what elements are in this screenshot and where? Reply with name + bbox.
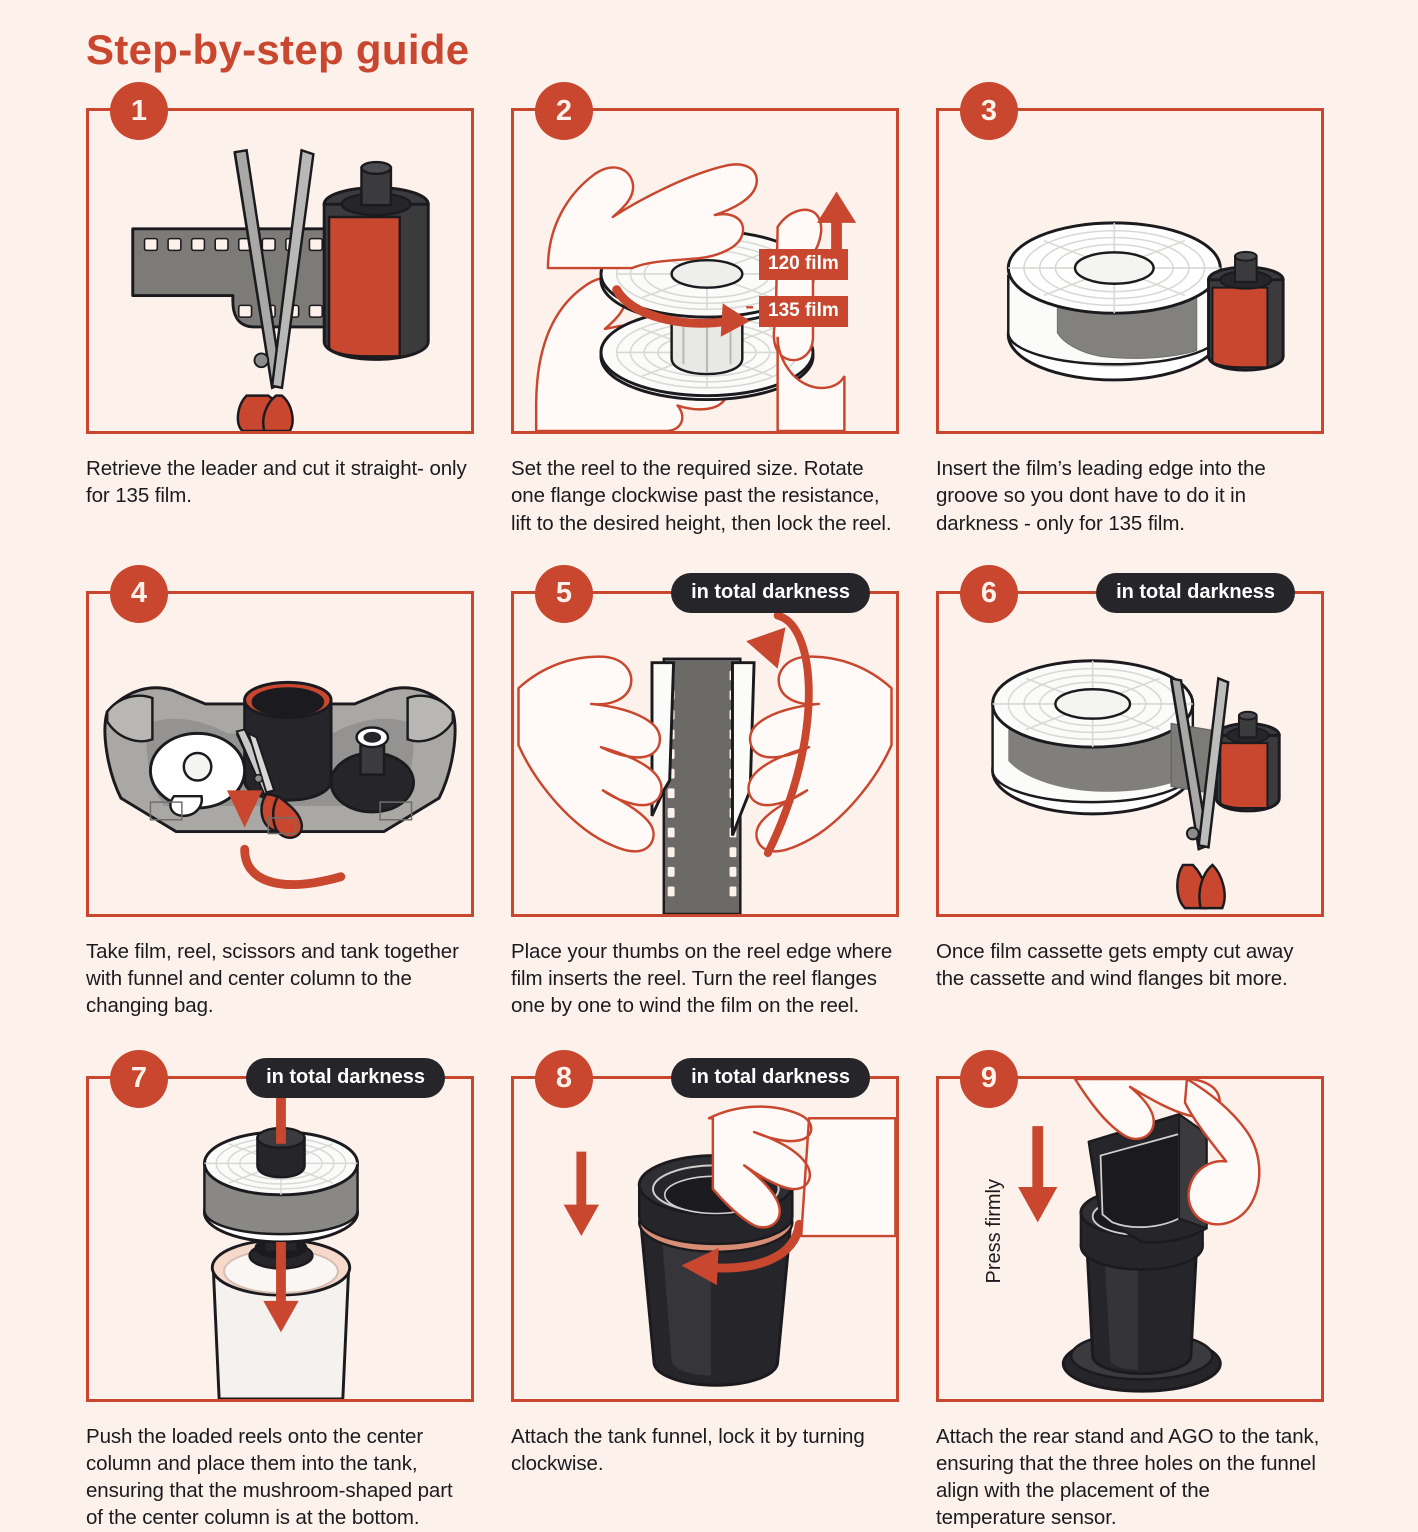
page-title: Step-by-step guide [86, 26, 470, 73]
darkness-badge-5: in total darkness [671, 572, 870, 613]
grid-spacer [899, 591, 936, 1020]
step-panel-1: 1 [86, 82, 474, 434]
darkness-badge-7: in total darkness [246, 1057, 445, 1098]
illustration-2: 120 film 135 film [514, 111, 896, 431]
step-cell-2: 2 [511, 82, 899, 537]
guide-page: Step-by-step guide 1 [86, 26, 1324, 1530]
step-cell-3: 3 [936, 82, 1324, 537]
step-panel-8: 8 in total darkness [511, 1049, 899, 1402]
illustration-7 [89, 1079, 471, 1399]
step-number-badge-6: 6 [960, 564, 1018, 623]
step-number-badge-8: 8 [535, 1049, 593, 1108]
grid-spacer [474, 1076, 511, 1532]
steps-grid: 1 [86, 82, 1336, 1532]
step-panel-5: 5 in total darkness [511, 564, 899, 917]
step-number-badge-7: 7 [110, 1049, 168, 1108]
illustration-6 [939, 594, 1321, 914]
illustration-8 [514, 1079, 896, 1399]
grid-spacer [899, 108, 936, 537]
illustration-3 [939, 111, 1321, 431]
illustration-9: Press firmly [939, 1078, 1321, 1399]
step-caption-1: Retrieve the leader and cut it straight-… [86, 457, 467, 508]
grid-spacer [474, 108, 511, 537]
illustration-4 [89, 594, 471, 914]
step-caption-6: Once film cassette gets empty cut away t… [936, 939, 1294, 990]
step-panel-3: 3 [936, 82, 1324, 434]
step-number-badge-5: 5 [535, 564, 593, 623]
step-panel-9: 9 [936, 1049, 1324, 1402]
step-number-badge-2: 2 [535, 82, 593, 140]
illustration-5 [514, 594, 896, 914]
step-caption-4: Take film, reel, scissors and tank toget… [86, 939, 459, 1018]
grid-spacer [474, 591, 511, 1020]
step-panel-6: 6 in total darkness [936, 564, 1324, 917]
grid-spacer [899, 1076, 936, 1532]
step-cell-9: 9 [936, 1049, 1324, 1532]
step-cell-8: 8 in total darkness [511, 1049, 899, 1532]
step-number-badge-1: 1 [110, 82, 168, 140]
step-caption-5: Place your thumbs on the reel edge where… [511, 939, 893, 1018]
step-number-badge-4: 4 [110, 564, 168, 623]
step-number-badge-3: 3 [960, 82, 1018, 140]
step-panel-7: 7 in total darkness [86, 1049, 474, 1402]
step-cell-6: 6 in total darkness [936, 564, 1324, 1020]
step-cell-4: 4 [86, 564, 474, 1020]
step-number-badge-9: 9 [960, 1049, 1018, 1108]
step-caption-9: Attach the rear stand and AGO to the tan… [936, 1424, 1320, 1530]
label-135-film: 135 film [759, 296, 848, 327]
step-caption-8: Attach the tank funnel, lock it by turni… [511, 1424, 865, 1475]
step-cell-5: 5 in total darkness [511, 564, 899, 1020]
step-caption-3: Insert the film’s leading edge into the … [936, 457, 1266, 535]
step-cell-1: 1 [86, 82, 474, 537]
step-panel-4: 4 [86, 564, 474, 917]
step-caption-2: Set the reel to the required size. Rotat… [511, 457, 892, 535]
darkness-badge-8: in total darkness [671, 1057, 870, 1098]
label-120-film: 120 film [759, 249, 848, 280]
step-caption-7: Push the loaded reels onto the center co… [86, 1424, 453, 1530]
step-panel-2: 2 [511, 82, 899, 434]
label-press-firmly: Press firmly [983, 1178, 1005, 1283]
darkness-badge-6: in total darkness [1096, 572, 1295, 613]
step-cell-7: 7 in total darkness [86, 1049, 474, 1532]
illustration-1 [89, 111, 471, 431]
